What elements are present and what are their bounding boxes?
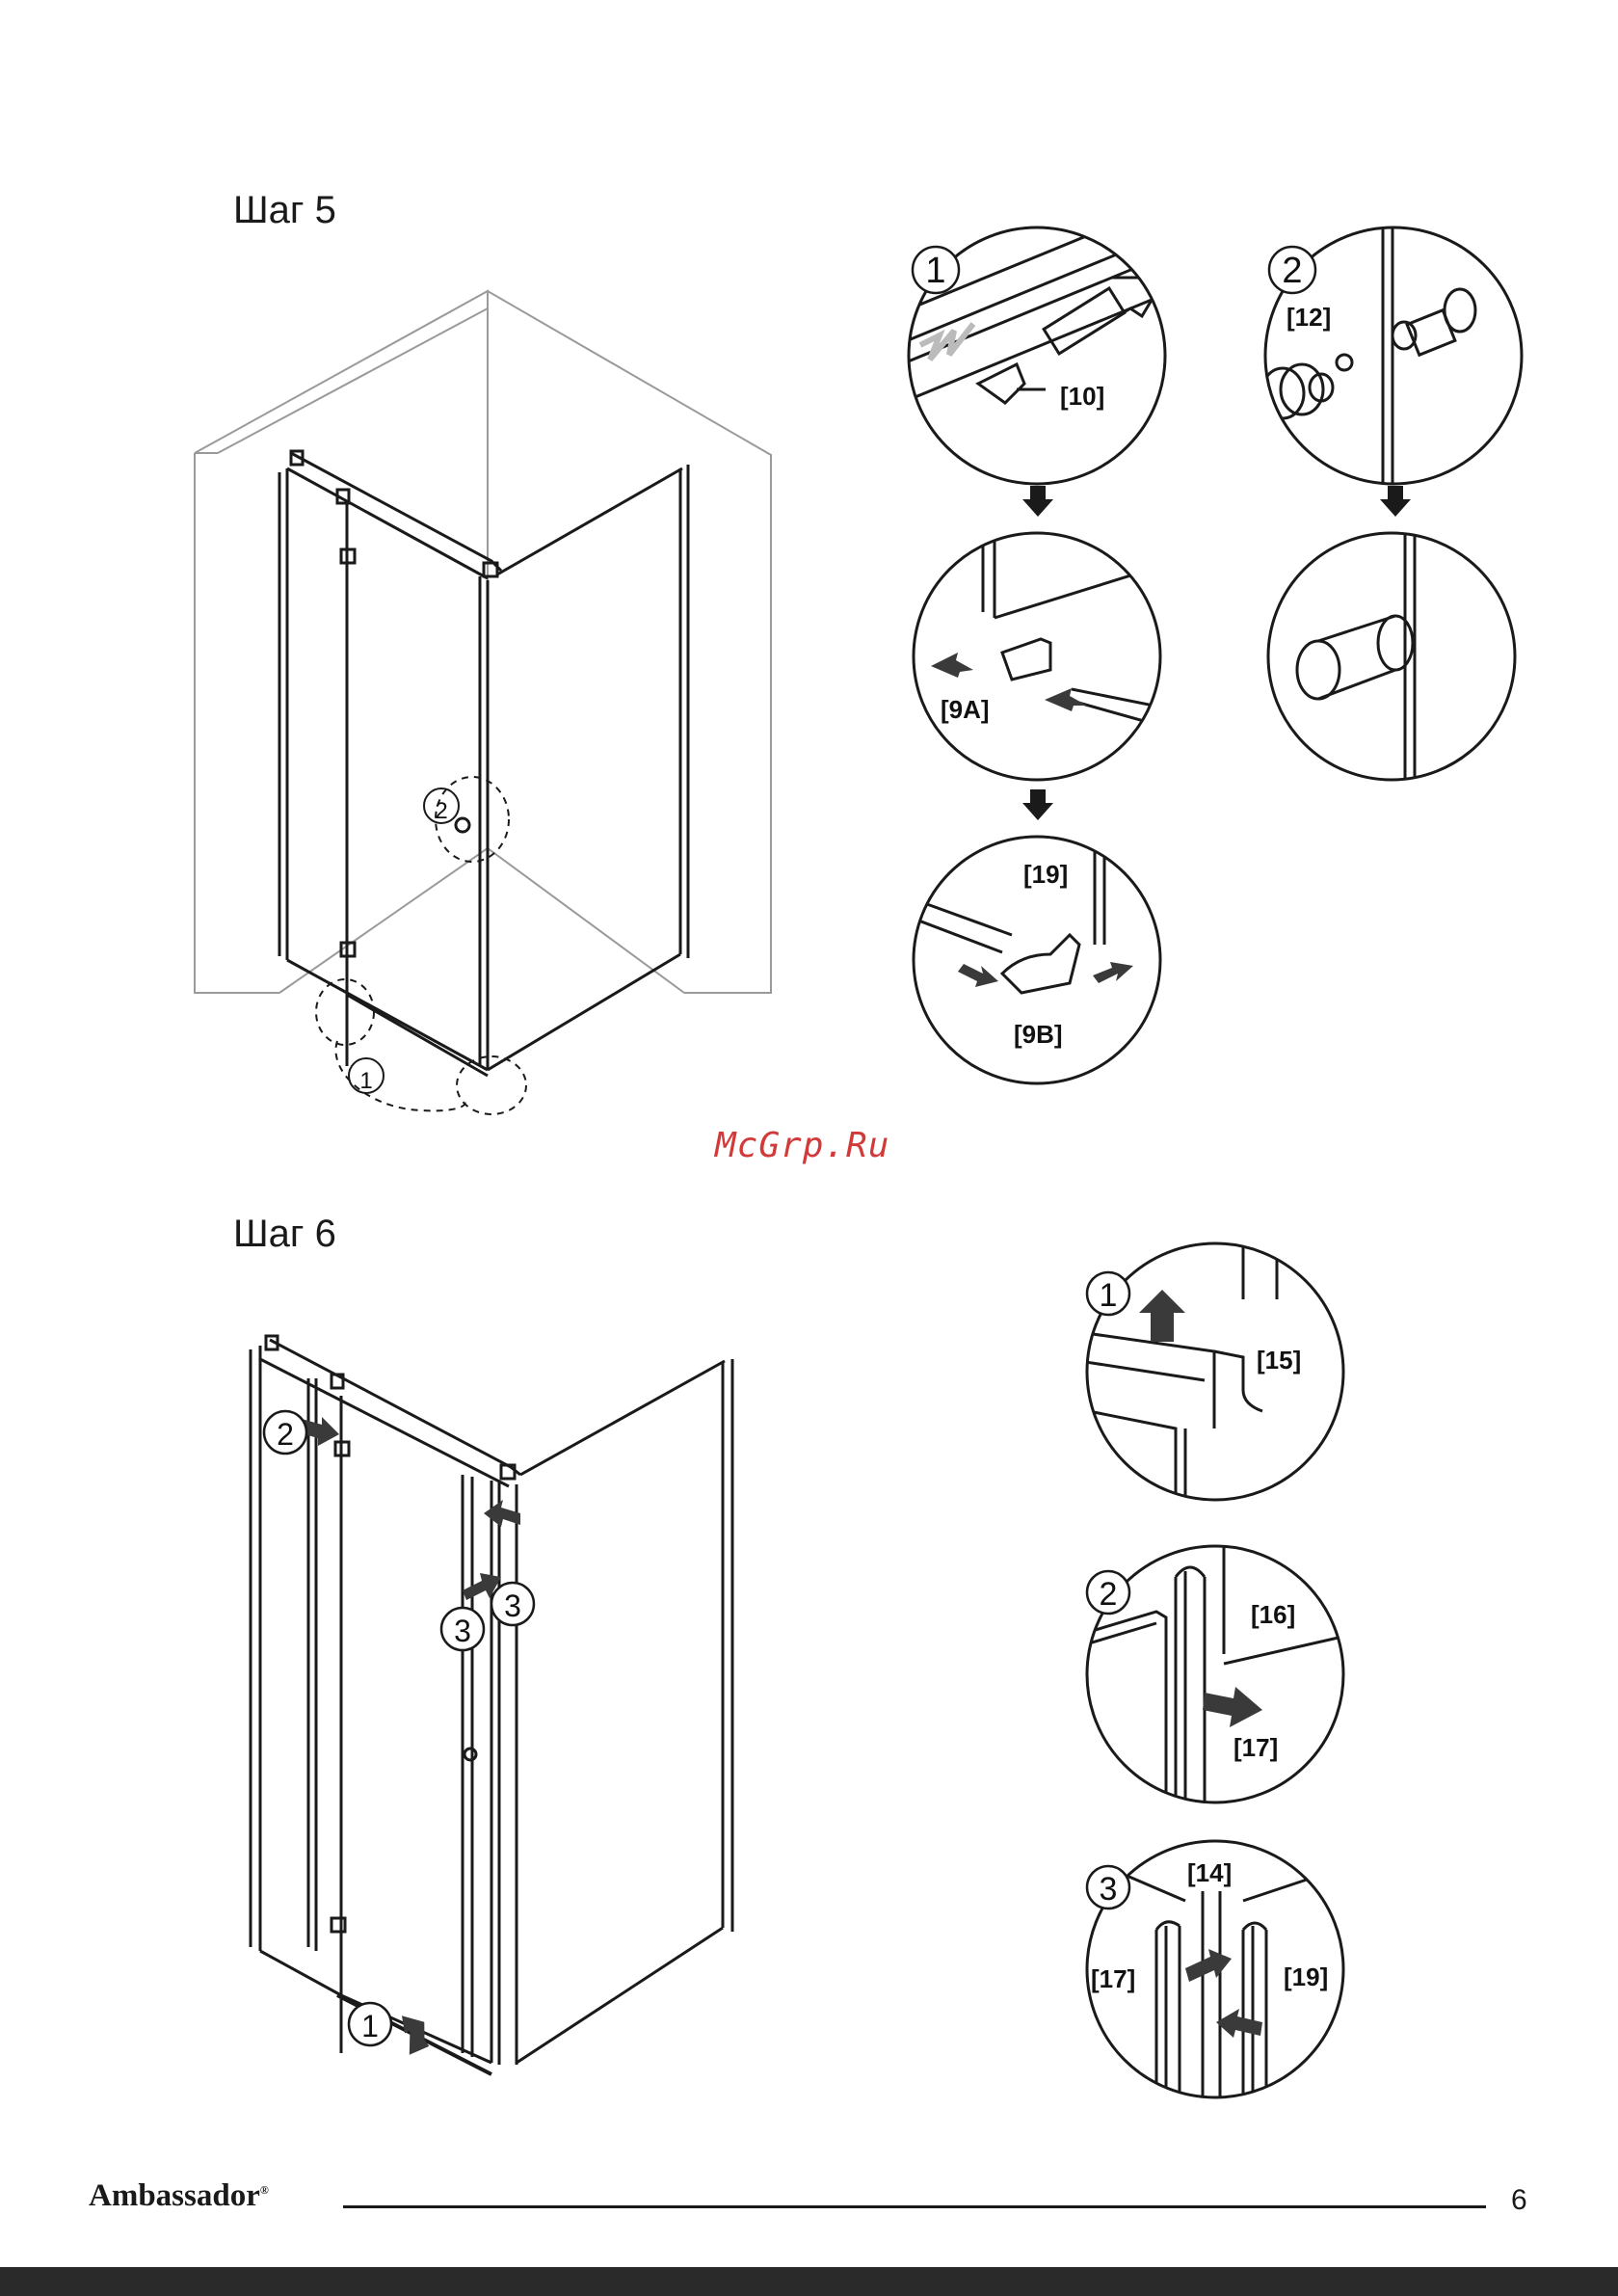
step6-detail-2: 2 [16] [17] xyxy=(1079,1538,1351,1810)
step5-marker-1: 1 xyxy=(359,1068,372,1094)
arrow-down-icon xyxy=(1376,482,1415,521)
brand-name: Ambassador xyxy=(89,2178,260,2213)
label-9a: [9A] xyxy=(941,695,990,724)
footer-rule xyxy=(343,2205,1486,2208)
step6-marker-3b: 3 xyxy=(504,1589,521,1623)
arrow-down-icon xyxy=(1019,482,1057,521)
label-19: [19] xyxy=(1284,1962,1328,1991)
step5-detail-9a: [9A] xyxy=(906,525,1168,788)
watermark: McGrp.Ru xyxy=(715,1126,889,1165)
step6-enclosure-illustration: 2 3 3 1 xyxy=(231,1321,771,2111)
step5-detail-knob-installed xyxy=(1260,525,1523,788)
label-19: [19] xyxy=(1023,860,1068,889)
label-16: [16] xyxy=(1251,1600,1295,1629)
step5-enclosure-illustration: 2 1 xyxy=(183,280,800,1147)
brand-mark: ® xyxy=(260,2183,269,2197)
step6-detail-1: 1 [15] xyxy=(1079,1236,1351,1508)
arrow-down-icon xyxy=(1019,786,1057,824)
step6-detail-3: 3 [14] [17] [19] xyxy=(1079,1833,1351,2105)
step5-marker-2: 2 xyxy=(435,798,447,824)
label-15: [15] xyxy=(1257,1346,1301,1375)
label-17: [17] xyxy=(1091,1964,1135,1993)
label-9b: [9B] xyxy=(1014,1020,1063,1049)
step6-detail2-marker: 2 xyxy=(1100,1576,1118,1613)
step5-detail1-marker: 1 xyxy=(925,251,945,291)
label-17: [17] xyxy=(1233,1733,1278,1762)
page-number: 6 xyxy=(1511,2184,1527,2217)
step5-detail-1: 1 [10] xyxy=(901,220,1173,492)
step6-marker-2: 2 xyxy=(277,1417,294,1452)
brand-logo: Ambassador® xyxy=(89,2178,269,2214)
step5-detail2-marker: 2 xyxy=(1282,251,1302,291)
label-12: [12] xyxy=(1286,303,1331,332)
label-10: [10] xyxy=(1060,382,1104,411)
step5-detail-9b: [19] [9B] xyxy=(906,829,1168,1091)
label-14: [14] xyxy=(1187,1858,1232,1887)
step6-marker-1: 1 xyxy=(361,2009,379,2043)
step5-detail-2: 2 [12] xyxy=(1258,220,1529,492)
step5-title: Шаг 5 xyxy=(233,189,336,232)
bottom-strip xyxy=(0,2267,1618,2296)
step6-marker-3a: 3 xyxy=(454,1614,471,1648)
step6-title: Шаг 6 xyxy=(233,1213,336,1256)
step6-detail3-marker: 3 xyxy=(1100,1871,1118,1908)
step6-detail1-marker: 1 xyxy=(1100,1277,1118,1314)
